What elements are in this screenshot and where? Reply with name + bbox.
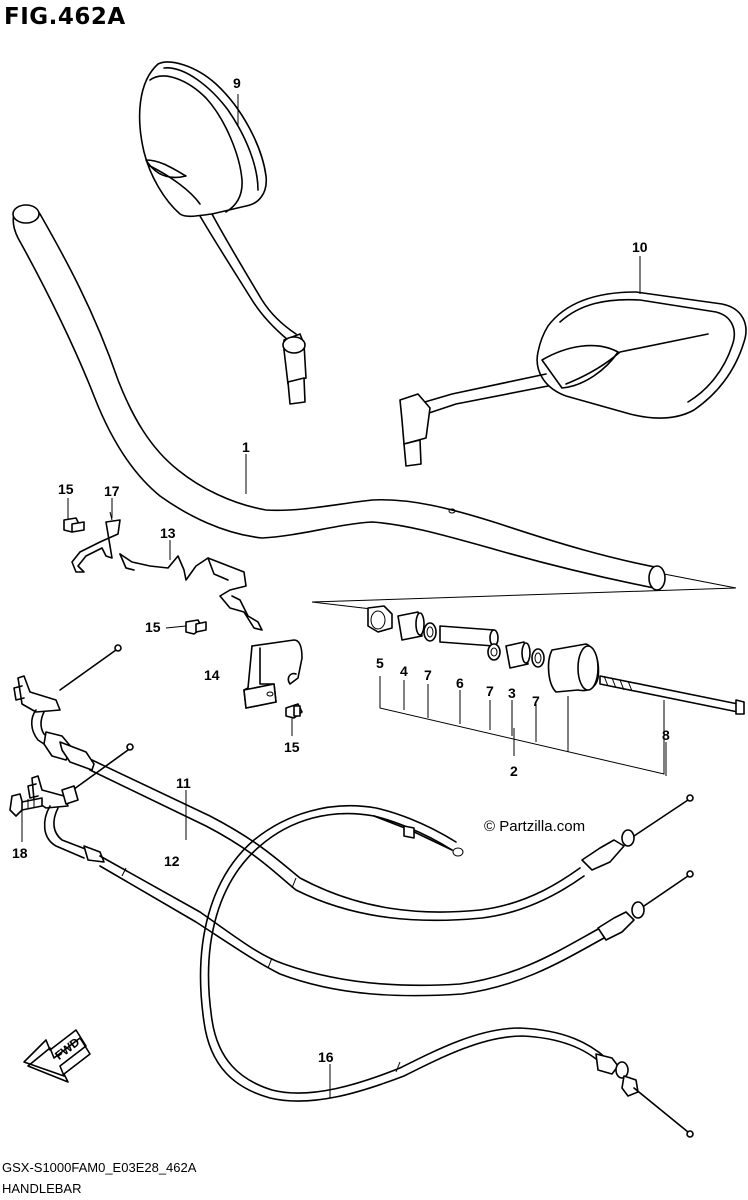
forward-arrow-icon: FWD [23,1029,91,1083]
callout-16: 16 [318,1049,334,1065]
callout-6: 6 [456,675,464,691]
balancer-bolt-8 [599,675,745,715]
balancer-bolt-5 [367,605,393,633]
callout-17: 17 [104,483,120,499]
callout-7-c: 7 [532,693,540,709]
bolt-15-upper[interactable] [63,517,85,533]
bolt-15-middle[interactable] [185,619,207,635]
leader-lines [21,94,667,1098]
clamp-bracket-17[interactable] [71,511,121,573]
callout-15-middle: 15 [145,619,161,635]
callout-4: 4 [400,663,408,679]
throttle-cable-11[interactable] [13,644,694,922]
callout-labels: 9 10 1 15 17 13 15 14 15 5 4 7 6 7 3 7 8… [12,75,670,1065]
callout-3: 3 [508,685,516,701]
callout-12: 12 [164,853,180,869]
callout-14: 14 [204,667,220,683]
watermark: © Partzilla.com [484,818,586,835]
balancer-ring-7b [487,643,501,661]
callout-7-b: 7 [486,683,494,699]
callout-13: 13 [160,525,176,541]
cable-guide-14[interactable] [243,639,303,709]
callout-15-lower: 15 [284,739,300,755]
callout-2: 2 [510,763,518,779]
balancer-collar-3 [505,641,531,669]
balancer-weight [547,643,600,693]
balancer-collar-4 [397,611,425,641]
callout-8: 8 [662,727,670,743]
balancer-ring-7a [423,622,437,642]
diagram-name: HANDLEBAR [2,1181,82,1196]
balancer-shaft-6 [439,625,499,647]
right-mirror[interactable] [399,291,747,467]
handlebar-pipe[interactable] [12,204,737,591]
diagram-code: GSX-S1000FAM0_E03E28_462A [2,1160,197,1175]
handlebar-balancer-assembly[interactable] [311,587,745,775]
figure-title: FIG.462A [4,4,126,30]
clutch-cable-16[interactable] [199,804,694,1138]
callout-9: 9 [233,75,241,91]
callout-7-a: 7 [424,667,432,683]
throttle-cable-12[interactable] [27,743,694,997]
callout-10: 10 [632,239,648,255]
screw-18[interactable] [9,793,43,817]
callout-11: 11 [176,775,191,791]
balancer-ring-7c [531,648,545,668]
left-mirror[interactable] [138,61,307,405]
bolt-15-lower[interactable] [285,703,303,719]
callout-15-upper: 15 [58,481,74,497]
wire-clamp-13[interactable] [119,553,263,631]
callout-5: 5 [376,655,384,671]
callout-1: 1 [242,439,250,455]
callout-18: 18 [12,845,28,861]
